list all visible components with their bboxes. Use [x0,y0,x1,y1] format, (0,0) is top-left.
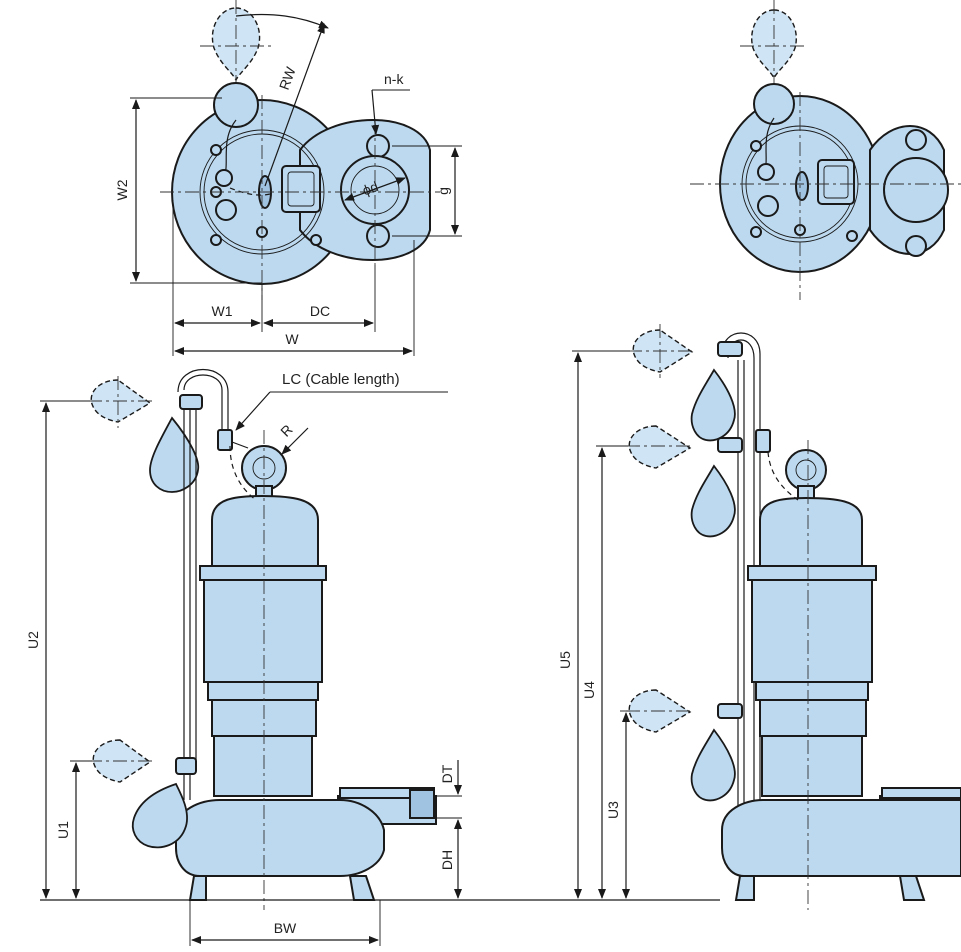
label-w1: W1 [212,303,233,319]
label-dc: DC [310,303,330,319]
label-w2: W2 [114,179,130,200]
label-dt: DT [439,764,455,783]
label-u1: U1 [55,821,71,839]
label-g: g [435,187,451,195]
label-rw: RW [276,64,299,92]
plan-view-left: W2 RW n-k ϕd g W1 DC W [114,0,462,356]
plan-view-right [690,0,961,300]
elevation-right: U5 U4 U3 [557,324,961,910]
label-u4: U4 [581,681,597,699]
label-u3: U3 [605,801,621,819]
label-phi-d: ϕd [360,178,380,198]
label-bw: BW [274,920,297,936]
label-u2: U2 [25,631,41,649]
label-w: W [285,331,299,347]
label-u5: U5 [557,651,573,669]
label-dh: DH [439,850,455,870]
label-r: R [277,421,295,439]
label-lc: LC (Cable length) [282,371,400,388]
elevation-left: LC (Cable length) R [25,369,720,946]
label-nk: n-k [384,71,404,87]
